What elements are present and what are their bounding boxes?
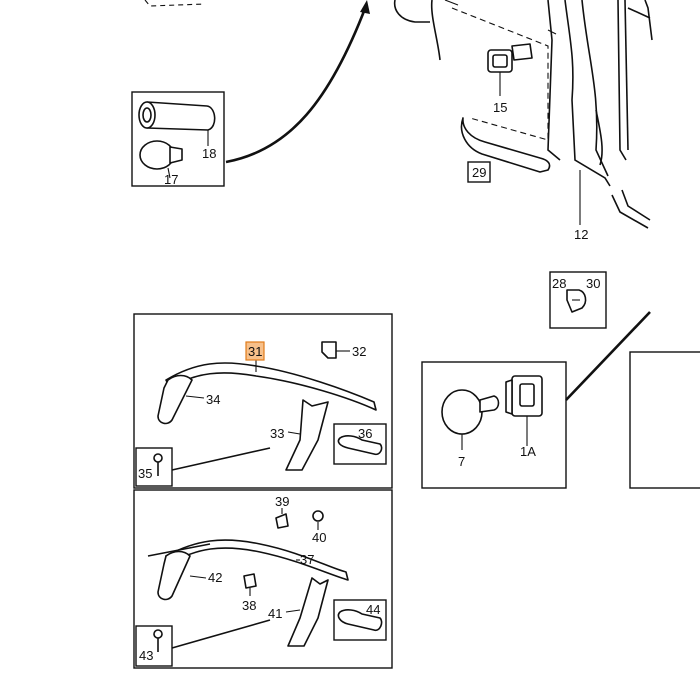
label-42: 42 (208, 570, 222, 585)
label-29: 29 (472, 165, 486, 180)
door-assembly (144, 0, 653, 229)
label-40: 40 (312, 530, 326, 545)
label-32: 32 (352, 344, 366, 359)
label-36: 36 (358, 426, 372, 441)
highlight-31 (245, 341, 265, 361)
label-39: 39 (275, 494, 289, 509)
parts-box-28-30 (549, 271, 607, 329)
label-37: 37 (300, 552, 314, 567)
label-18: 18 (202, 146, 216, 161)
parts-box-7-1a (421, 311, 651, 489)
label-44: 44 (366, 602, 380, 617)
label-30: 30 (586, 276, 600, 291)
arrowhead (360, 0, 370, 14)
partial-box-right (629, 351, 700, 489)
trim-panel-box-lower (133, 489, 393, 669)
label-7: 7 (458, 454, 465, 469)
trim-panel-box-upper (133, 313, 393, 489)
callout-arrow-door (225, 5, 368, 164)
label-33: 33 (270, 426, 284, 441)
label-15: 15 (493, 100, 507, 115)
label-1a: 1A (520, 444, 536, 459)
label-31: 31 (248, 344, 262, 359)
label-38: 38 (242, 598, 256, 613)
label-12: 12 (574, 227, 588, 242)
label-29-box (467, 161, 491, 183)
label-43: 43 (139, 648, 153, 663)
label-35: 35 (138, 466, 152, 481)
label-41: 41 (268, 606, 282, 621)
label-28: 28 (552, 276, 566, 291)
label-34: 34 (206, 392, 220, 407)
part-labels: 18 17 15 29 12 28 30 31 32 34 33 36 35 7… (138, 100, 600, 663)
parts-box-17-18 (131, 91, 225, 187)
label-17: 17 (164, 172, 178, 187)
